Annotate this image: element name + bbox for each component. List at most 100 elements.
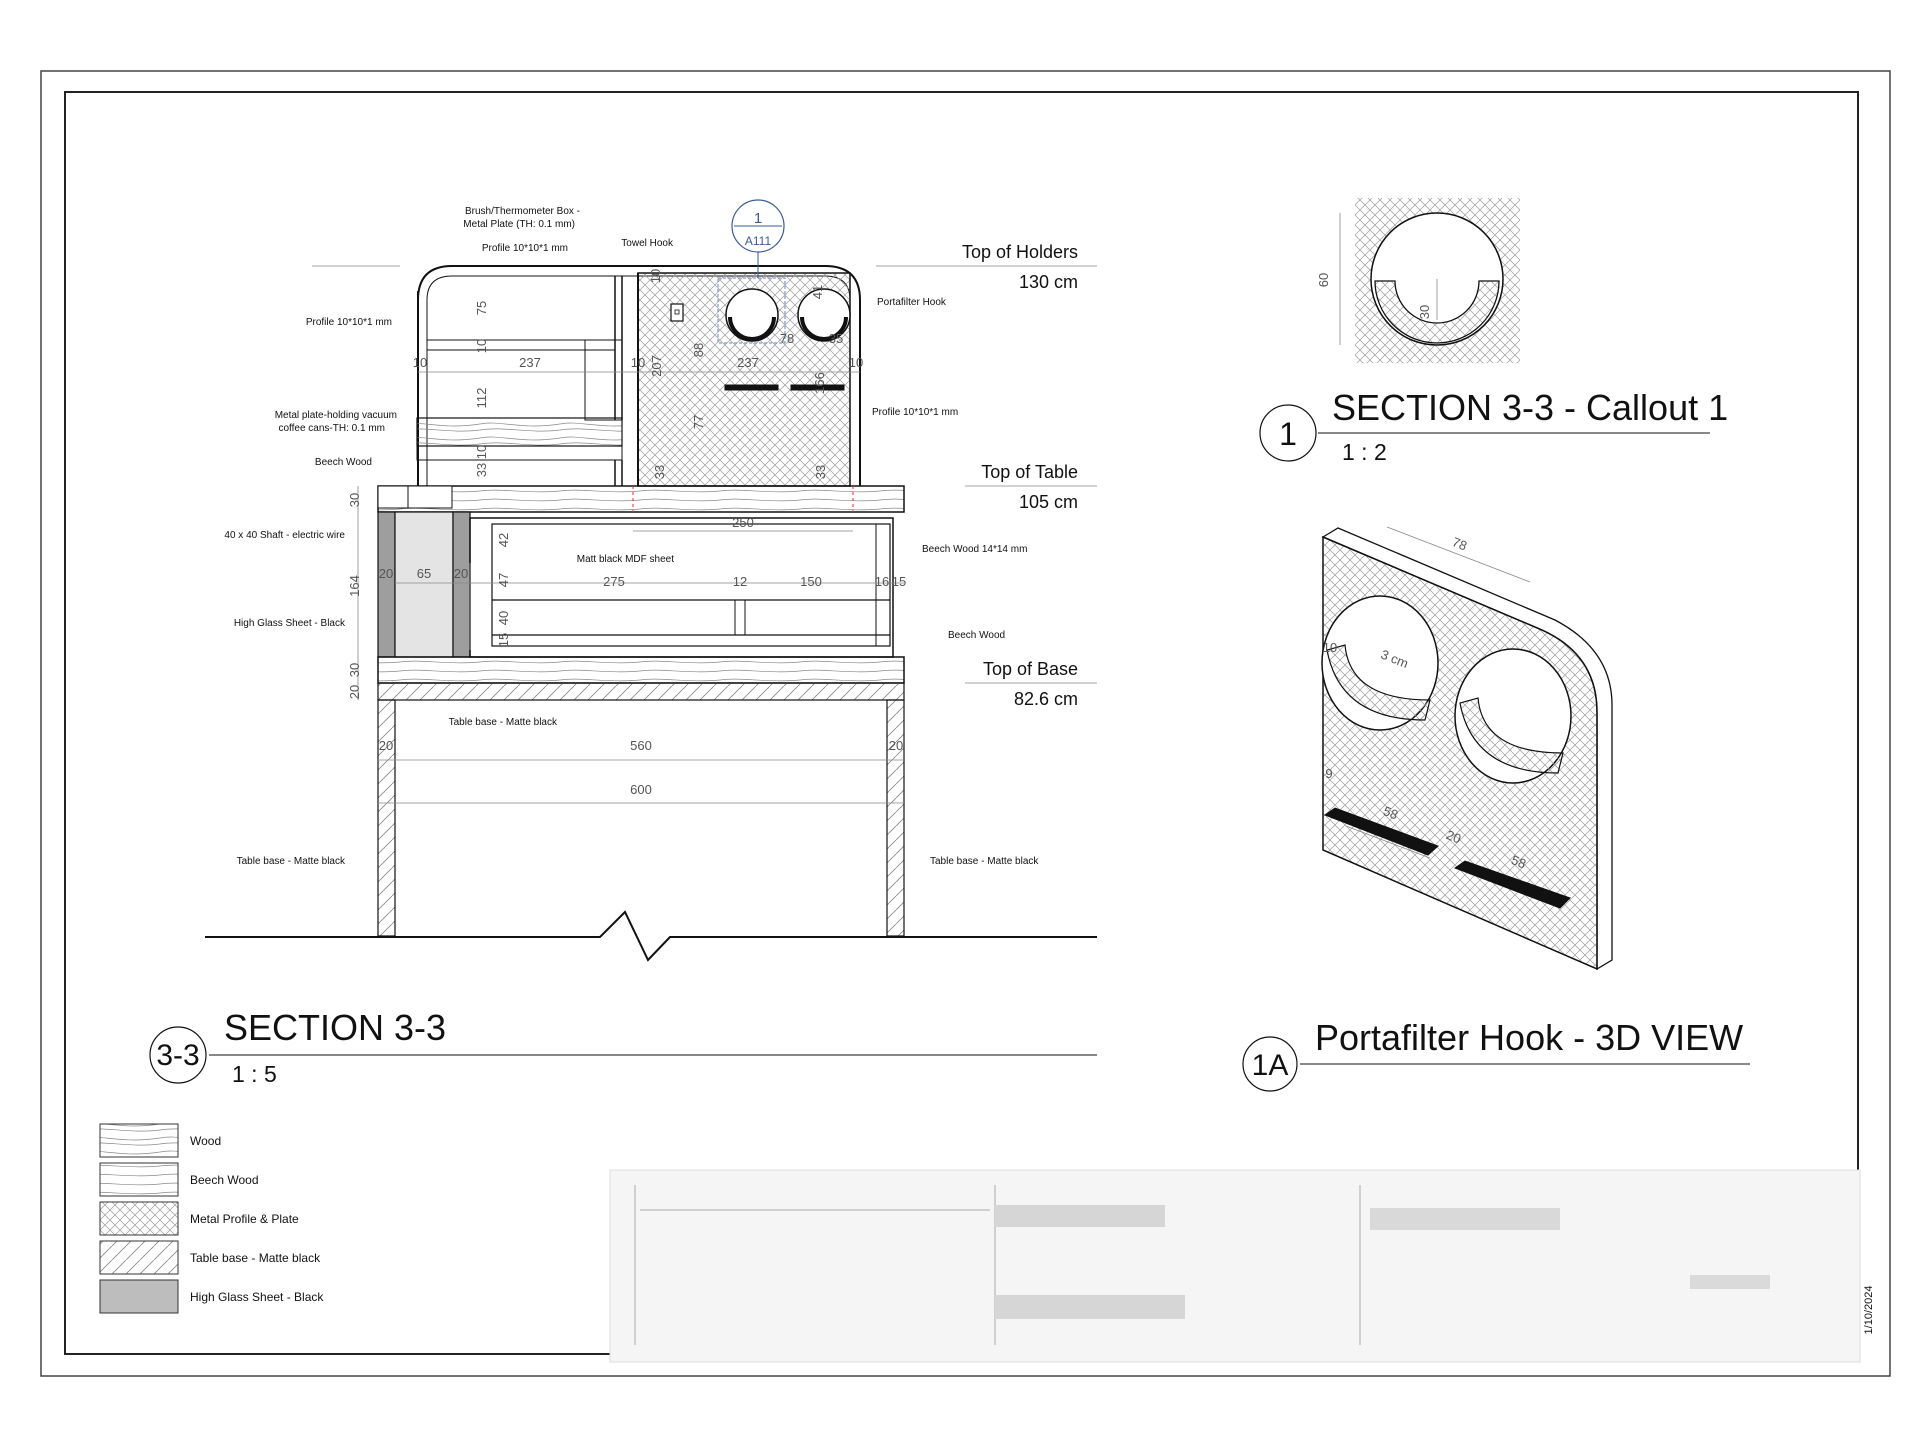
title-section-3-3: SECTION 3-3 bbox=[224, 1007, 446, 1048]
dim-275: 275 bbox=[603, 574, 625, 589]
outer-border bbox=[40, 70, 1891, 1377]
dim-112: 112 bbox=[474, 388, 489, 409]
dim-33-b: 33 bbox=[652, 465, 667, 479]
title-callout-1: SECTION 3-3 - Callout 1 bbox=[1332, 387, 1728, 428]
level-top-of-holders-value: 130 cm bbox=[1019, 272, 1078, 292]
dim-65: 65 bbox=[417, 566, 431, 581]
legend-label-glass: High Glass Sheet - Black bbox=[190, 1290, 324, 1304]
dim-207: 207 bbox=[649, 355, 664, 377]
section-3-3-title-bubble bbox=[149, 1026, 1097, 1084]
dim-3cm: 3 cm bbox=[1379, 647, 1411, 671]
dim-16: 16 bbox=[875, 574, 889, 589]
note-profile-right: Profile 10*10*1 mm bbox=[872, 407, 958, 418]
dim-237-b: 237 bbox=[737, 355, 759, 370]
level-top-of-table-name: Top of Table bbox=[981, 462, 1078, 482]
dim-600: 600 bbox=[630, 782, 652, 797]
legend-label-metal: Metal Profile & Plate bbox=[190, 1212, 299, 1226]
level-top-of-table-value: 105 cm bbox=[1019, 492, 1078, 512]
dim-12: 12 bbox=[733, 574, 747, 589]
note-table-base-top: Table base - Matte black bbox=[449, 717, 558, 728]
dim-166: 166 bbox=[812, 372, 827, 394]
callout-bubble[interactable] bbox=[731, 199, 785, 278]
tag-1: 1 bbox=[1279, 416, 1297, 452]
dim-237-a: 237 bbox=[519, 355, 541, 370]
legend-swatches bbox=[99, 1123, 179, 1314]
level-top-of-base-name: Top of Base bbox=[983, 659, 1078, 679]
dim-78: 78 bbox=[780, 331, 794, 346]
dim-78-3d: 78 bbox=[1450, 534, 1469, 553]
callout-number: 1 bbox=[754, 210, 762, 227]
note-towel-hook: Towel Hook bbox=[621, 238, 674, 249]
dim-77: 77 bbox=[691, 415, 706, 429]
dim-30-b: 30 bbox=[347, 663, 362, 677]
note-brush-box-1: Brush/Thermometer Box - bbox=[465, 206, 580, 217]
note-shaft: 40 x 40 Shaft - electric wire bbox=[224, 530, 345, 541]
dim-9: 9 bbox=[1325, 766, 1332, 781]
dim-10-3d: 10 bbox=[1323, 640, 1337, 655]
dim-33-c: 33 bbox=[813, 465, 828, 479]
note-portafilter-hook: Portafilter Hook bbox=[877, 297, 947, 308]
sheet-date: 1/10/2024 bbox=[1863, 1286, 1875, 1335]
title-block bbox=[609, 1169, 1861, 1363]
dim-10-d: 10 bbox=[631, 355, 645, 370]
tag-1a: 1A bbox=[1252, 1049, 1289, 1082]
dim-10-b: 10 bbox=[474, 339, 489, 353]
title-3d-view: Portafilter Hook - 3D VIEW bbox=[1315, 1017, 1743, 1058]
dim-10-f: 10 bbox=[474, 445, 489, 459]
dim-30-a: 30 bbox=[347, 493, 362, 507]
dim-15-b: 15 bbox=[496, 633, 511, 647]
note-brush-box-2: Metal Plate (TH: 0.1 mm) bbox=[463, 219, 575, 230]
dim-58-b: 58 bbox=[1509, 852, 1528, 871]
dim-164: 164 bbox=[347, 575, 362, 597]
dim-560: 560 bbox=[630, 738, 652, 753]
note-metal-plate-1: Metal plate-holding vacuum bbox=[275, 410, 397, 421]
dim-30-c: 30 bbox=[1417, 305, 1432, 319]
dim-20-e: 20 bbox=[889, 738, 903, 753]
section-3-3-drawing bbox=[205, 265, 1097, 962]
scale-callout-1: 1 : 2 bbox=[1342, 439, 1387, 465]
callout-sheet: A111 bbox=[745, 234, 772, 248]
scale-section-3-3: 1 : 5 bbox=[232, 1061, 277, 1087]
dim-10-e: 10 bbox=[849, 355, 863, 370]
note-profile-top: Profile 10*10*1 mm bbox=[482, 243, 568, 254]
level-top-of-base-value: 82.6 cm bbox=[1014, 689, 1078, 709]
dim-75: 75 bbox=[474, 301, 489, 315]
dim-60: 60 bbox=[1316, 273, 1331, 287]
note-beech-wood-top: Beech Wood bbox=[315, 457, 372, 468]
note-table-base-right: Table base - Matte black bbox=[930, 856, 1039, 867]
dim-150: 150 bbox=[800, 574, 822, 589]
dim-47: 47 bbox=[496, 573, 511, 587]
legend-label-wood: Wood bbox=[190, 1134, 221, 1148]
note-beech-wood-14: Beech Wood 14*14 mm bbox=[922, 544, 1027, 555]
note-profile-left: Profile 10*10*1 mm bbox=[306, 317, 392, 328]
dim-250: 250 bbox=[732, 515, 754, 530]
dim-20-d: 20 bbox=[379, 738, 393, 753]
note-metal-plate-2: coffee cans-TH: 0.1 mm bbox=[278, 423, 385, 434]
dim-20-c: 20 bbox=[347, 685, 362, 699]
dim-41: 41 bbox=[810, 285, 825, 299]
dim-42: 42 bbox=[496, 533, 511, 547]
dim-10-a: 10 bbox=[648, 269, 663, 283]
dim-40: 40 bbox=[496, 611, 511, 625]
dim-20-a: 20 bbox=[379, 566, 393, 581]
portafilter-hook-3d bbox=[1242, 526, 1750, 1092]
dim-20-b: 20 bbox=[454, 566, 468, 581]
note-high-glass: High Glass Sheet - Black bbox=[234, 618, 346, 629]
dim-15-a: 15 bbox=[892, 574, 906, 589]
callout-1-detail bbox=[1259, 198, 1710, 462]
dim-58-a: 58 bbox=[1381, 803, 1400, 822]
dim-35: 35 bbox=[829, 331, 843, 346]
note-mdf: Matt black MDF sheet bbox=[577, 554, 674, 565]
legend-label-beech: Beech Wood bbox=[190, 1173, 259, 1187]
dim-10-c: 10 bbox=[413, 355, 427, 370]
dim-33-a: 33 bbox=[474, 463, 489, 477]
dim-88: 88 bbox=[691, 343, 706, 357]
dim-20-3d: 20 bbox=[1444, 827, 1463, 846]
level-top-of-holders-name: Top of Holders bbox=[962, 242, 1078, 262]
note-table-base-left: Table base - Matte black bbox=[237, 856, 346, 867]
note-beech-wood-right: Beech Wood bbox=[948, 630, 1005, 641]
legend-label-base: Table base - Matte black bbox=[190, 1251, 321, 1265]
tag-3-3: 3-3 bbox=[156, 1039, 199, 1072]
